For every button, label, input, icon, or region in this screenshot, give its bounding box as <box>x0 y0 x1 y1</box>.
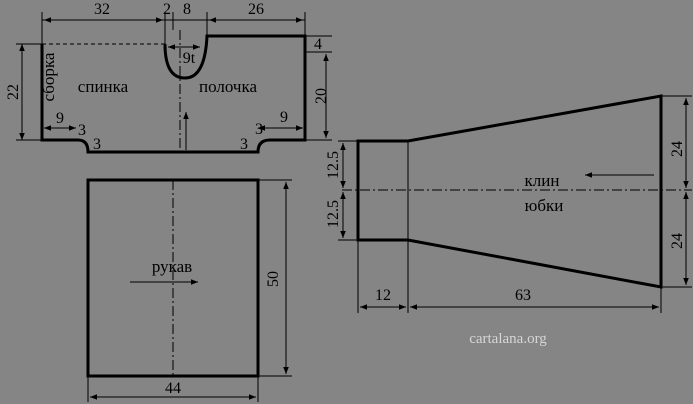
dim-right-step-b: 3 <box>240 136 248 153</box>
dim-neck: 8 <box>183 1 191 18</box>
dim-back-width: 32 <box>94 1 110 18</box>
dim-front-width: 26 <box>248 1 264 18</box>
dim-skirt-wide-length: 63 <box>515 287 531 304</box>
dim-sleeve-height: 50 <box>265 271 282 287</box>
label-back: спинка <box>78 77 129 96</box>
dim-front-height: 20 <box>313 88 330 104</box>
dim-skirt-right-lower: 24 <box>669 233 686 249</box>
bodice-piece: 32 2 8 26 22 4 20 9 3 3 3 3 9 9t сборка … <box>5 1 332 154</box>
dim-height: 22 <box>5 84 22 100</box>
watermark: cartalana.org <box>469 331 547 347</box>
label-skirt: юбки <box>525 196 564 215</box>
dim-skirt-left-lower: 12.5 <box>325 200 342 228</box>
label-skirt-wedge: клин <box>525 171 560 190</box>
label-sleeve: рукав <box>152 257 192 276</box>
dim-right-hem: 9 <box>280 109 288 126</box>
label-gather: сборка <box>39 52 58 101</box>
dim-gap: 2 <box>163 1 171 18</box>
skirt-outline <box>356 94 663 289</box>
dim-skirt-right-upper: 24 <box>669 141 686 157</box>
skirt-panel: клин юбки 12.5 12.5 24 24 12 63 <box>325 94 692 313</box>
bodice-outline <box>40 34 307 154</box>
dim-shoulder-drop: 4 <box>314 36 322 53</box>
dim-left-step-a: 3 <box>78 122 86 139</box>
dim-left-step-b: 3 <box>93 136 101 153</box>
dim-left-hem: 9 <box>56 110 64 127</box>
label-front: полочка <box>199 77 257 96</box>
sleeve-piece: рукав 50 44 <box>86 178 292 402</box>
dim-skirt-narrow-length: 12 <box>375 287 391 304</box>
neck-depth-label: 9t <box>183 50 196 67</box>
dim-sleeve-width: 44 <box>165 380 181 397</box>
dim-skirt-left-upper: 12.5 <box>325 151 342 179</box>
dim-right-step-a: 3 <box>255 121 263 138</box>
